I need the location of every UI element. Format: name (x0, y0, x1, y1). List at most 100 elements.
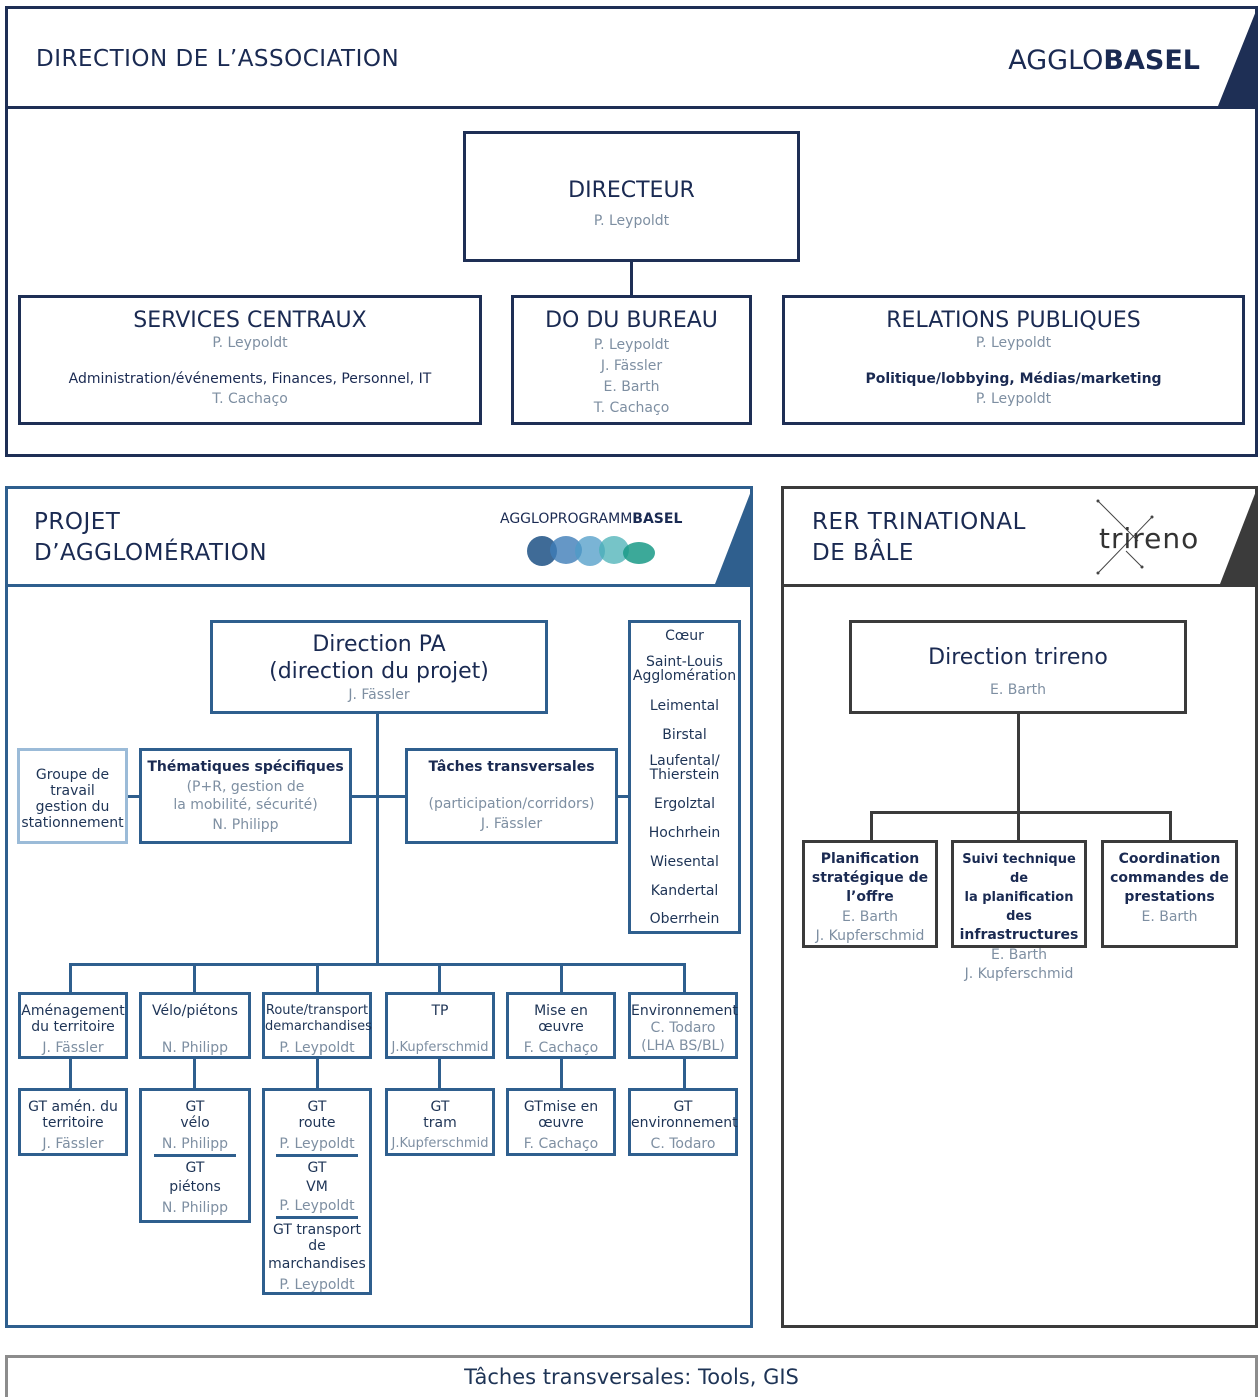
pa-gt-drop-5 (560, 1059, 563, 1088)
directeur-title: DIRECTEUR (568, 178, 695, 203)
aggloprogramm-logo-light: AGGLOPROGRAMM (500, 511, 633, 527)
directeur-connector (630, 262, 633, 295)
rer-panel: RER TRINATIONAL DE BÂLE trireno (781, 486, 1258, 1328)
direction-pa-name: J. Fässler (348, 687, 410, 703)
pa-unit-drop-3 (316, 963, 319, 992)
gt-env-name: C. Todaro (650, 1136, 716, 1152)
region-thierstein: Thierstein (649, 767, 720, 783)
direction-pa-line1: Direction PA (312, 632, 446, 657)
gt-env-line1: GT (673, 1099, 693, 1115)
pa-gt-drop-1 (69, 1059, 72, 1088)
rer-header: RER TRINATIONAL DE BÂLE trireno (784, 486, 1258, 587)
pa-unit-drop-1 (69, 963, 72, 992)
unit-velo-name: N. Philipp (161, 1040, 229, 1056)
gt-mise-name: F. Cachaço (523, 1136, 599, 1152)
gt-amen-box: GT amén. du territoire J. Fässler (18, 1088, 128, 1156)
aggloprogramm-logo: AGGLOPROGRAMMBASEL (500, 511, 682, 527)
groupe-line2: travail (50, 783, 95, 799)
rer-unit-2-l2: la planification des (964, 890, 1074, 924)
directeur-box: DIRECTEUR P. Leypoldt (463, 131, 800, 262)
gt-route-box: GT route P. Leypoldt GT VM P. Leypoldt G… (262, 1088, 372, 1295)
projet-title-line2: D’AGGLOMÉRATION (34, 540, 268, 566)
region-oberrhein: Oberrhein (649, 911, 720, 927)
taches-desc: (participation/corridors) (428, 796, 595, 812)
footer-text: Tâches transversales: Tools, GIS (464, 1365, 799, 1389)
association-title: DIRECTION DE L’ASSOCIATION (36, 46, 400, 72)
gt-marchandises-name: P. Leypoldt (279, 1277, 355, 1293)
rer-drop-2 (1017, 811, 1020, 840)
taches-box: Tâches transversales (participation/corr… (405, 748, 618, 844)
region-saint-louis: Saint-Louis (646, 654, 723, 670)
trireno-logo-lines (1096, 499, 1154, 575)
region-agglomeration: Agglomération (632, 668, 737, 684)
rer-unit-3-l2: commandes de (1110, 870, 1229, 886)
unit-tp-name: J.Kupferschmid (391, 1040, 489, 1055)
rer-horizontal (870, 811, 1172, 814)
pa-gt-drop-2 (193, 1059, 196, 1088)
gt-mise-line2: œuvre (538, 1115, 584, 1131)
pa-side-horizontal (128, 795, 628, 798)
rer-unit-1-l1: Planification (820, 851, 920, 867)
unit-route: Route/transport demarchandises P. Leypol… (262, 992, 372, 1059)
gt-route-divider-2 (276, 1216, 358, 1219)
pa-unit-drop-6 (683, 963, 686, 992)
pa-unit-drop-5 (560, 963, 563, 992)
region-birstal: Birstal (662, 727, 707, 743)
gt-route-divider-1 (276, 1154, 358, 1157)
unit-env-line3: (LHA BS/BL) (641, 1038, 725, 1054)
rer-unit-3-n1: E. Barth (1141, 909, 1198, 925)
gt-amen-name: J. Fässler (42, 1136, 104, 1152)
gt-amen-line2: territoire (42, 1115, 104, 1131)
groupe-line1: Groupe de (35, 767, 110, 783)
rer-unit-1-n1: E. Barth (841, 909, 899, 925)
services-box: SERVICES CENTRAUX P. Leypoldt Administra… (18, 295, 482, 425)
gt-tram-line1: GT (430, 1099, 450, 1115)
association-panel: DIRECTION DE L’ASSOCIATION AGGLOBASEL (5, 6, 1258, 457)
region-ergolztal: Ergolztal (653, 796, 715, 812)
region-hochrhein: Hochrhein (648, 825, 721, 841)
gt-tram-line2: tram (423, 1115, 457, 1131)
thematiques-box: Thématiques spécifiques (P+R, gestion de… (139, 748, 352, 844)
direction-pa-box: Direction PA (direction du projet) J. Fä… (210, 620, 548, 714)
groupe-line3: gestion du (35, 799, 110, 815)
pa-unit-drop-4 (438, 963, 441, 992)
unit-amenagement: Aménagement du territoire J. Fässler (18, 992, 128, 1059)
bureau-name-1: P. Leypoldt (593, 337, 670, 353)
bureau-box: DO DU BUREAU P. Leypoldt J. Fässler E. B… (511, 295, 752, 425)
gt-vm-line1: GT (307, 1160, 327, 1176)
services-name: P. Leypoldt (212, 335, 288, 351)
relations-task-name: P. Leypoldt (975, 391, 1052, 407)
rer-unit-suivi: Suivi technique de la planification des … (951, 840, 1087, 982)
gt-velo-line1: GT (185, 1099, 205, 1115)
services-task-name: T. Cachaço (212, 391, 288, 407)
gt-pietons-line1: GT (185, 1160, 205, 1176)
bureau-name-4: T. Cachaço (593, 400, 670, 416)
unit-route-name: P. Leypoldt (279, 1040, 355, 1056)
unit-env-line1: Environnement (631, 1003, 738, 1019)
unit-env-line2: C. Todaro (650, 1020, 716, 1036)
footer-bar: Tâches transversales: Tools, GIS (5, 1355, 1258, 1397)
directeur-name: P. Leypoldt (593, 213, 670, 229)
pa-gt-drop-4 (438, 1059, 441, 1088)
gt-route-name: P. Leypoldt (279, 1136, 355, 1152)
pa-units-horizontal (69, 963, 686, 966)
gt-velo-box: GT vélo N. Philipp GT piétons N. Philipp (139, 1088, 251, 1223)
aggloprogramm-logo-shapes (527, 536, 655, 566)
taches-title: Tâches transversales (428, 759, 595, 775)
rer-title-line2: DE BÂLE (812, 540, 914, 566)
relations-tasks: Politique/lobbying, Médias/marketing (865, 371, 1162, 387)
bureau-name-2: J. Fässler (600, 358, 663, 374)
projet-header: PROJET D’AGGLOMÉRATION AGGLOPROGRAMMBASE… (8, 486, 753, 587)
pa-main-vertical (376, 714, 379, 964)
projet-panel: PROJET D’AGGLOMÉRATION AGGLOPROGRAMMBASE… (5, 486, 753, 1328)
bureau-name-3: E. Barth (603, 379, 660, 395)
gt-pietons-name: N. Philipp (161, 1200, 229, 1216)
gt-amen-line1: GT amén. du (28, 1099, 118, 1115)
pa-gt-drop-6 (683, 1059, 686, 1088)
gt-vm-line2: VM (306, 1179, 328, 1195)
rer-drop-3 (1169, 811, 1172, 840)
services-tasks: Administration/événements, Finances, Per… (68, 371, 432, 387)
gt-mise-box: GTmise en œuvre F. Cachaço (506, 1088, 616, 1156)
taches-name: J. Fässler (480, 816, 543, 832)
rer-unit-3-l1: Coordination (1118, 851, 1221, 867)
